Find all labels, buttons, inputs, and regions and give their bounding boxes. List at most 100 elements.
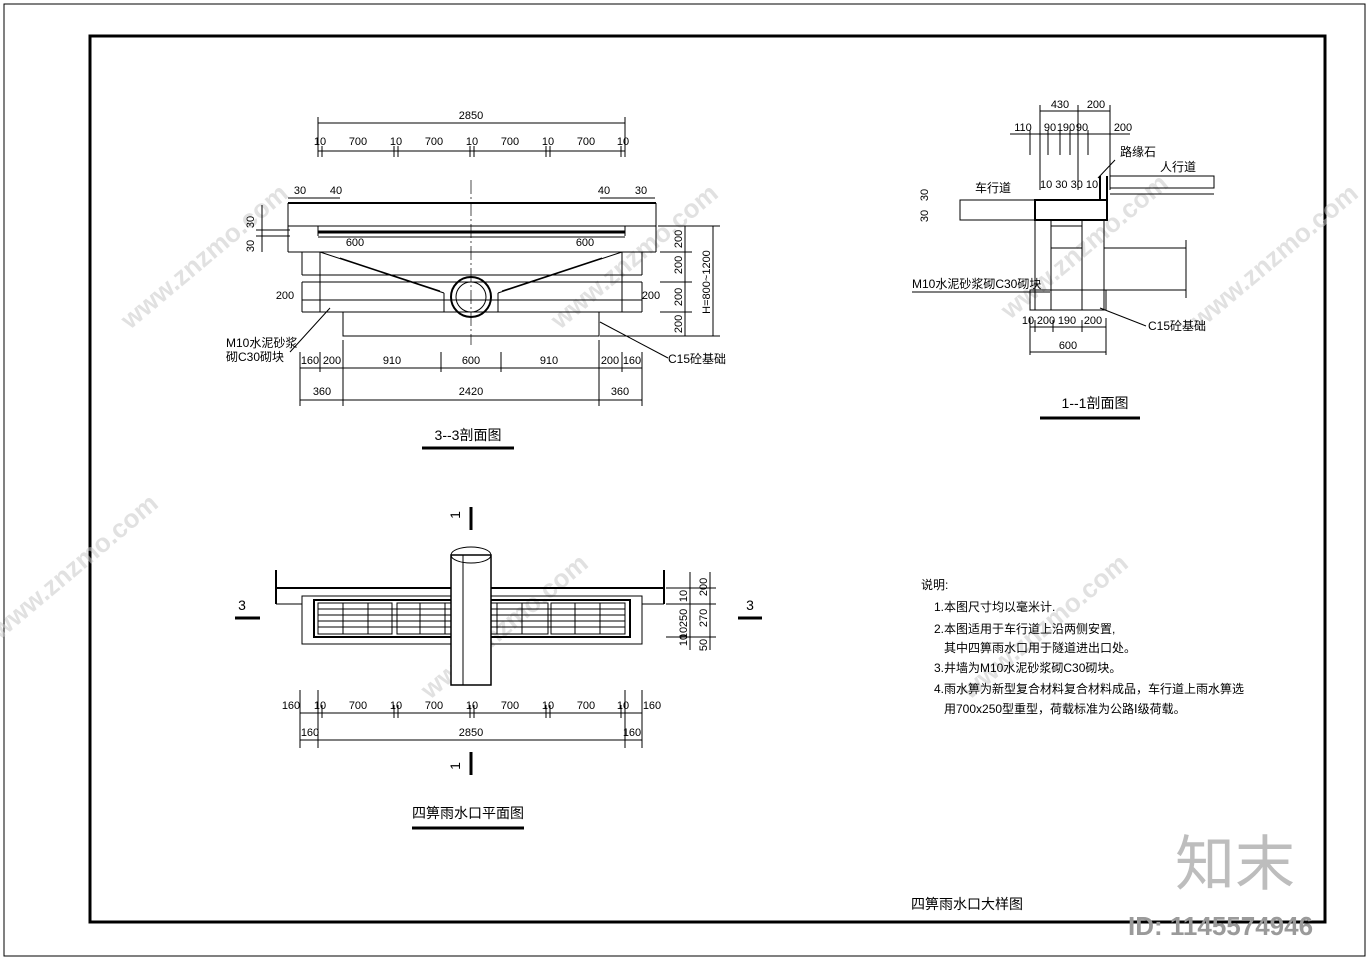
svg-text:10 30 30 10: 10 30 30 10 bbox=[1040, 179, 1098, 191]
svg-text:www.znzmo.com: www.znzmo.com bbox=[114, 178, 294, 336]
svg-text:160: 160 bbox=[282, 700, 300, 712]
svg-text:3: 3 bbox=[238, 597, 246, 613]
svg-text:190: 190 bbox=[1057, 122, 1075, 134]
svg-text:430: 430 bbox=[1051, 99, 1069, 111]
svg-text:90: 90 bbox=[1044, 122, 1056, 134]
svg-text:600: 600 bbox=[1059, 340, 1077, 352]
inner-border bbox=[88, 34, 1327, 924]
plan-dim-ticks bbox=[299, 690, 643, 748]
svg-text:360: 360 bbox=[313, 386, 331, 398]
svg-text:10: 10 bbox=[542, 136, 554, 148]
svg-text:30: 30 bbox=[919, 189, 931, 201]
svg-text:200: 200 bbox=[642, 290, 660, 302]
section-3-3: 2850 10 700 10 700 10 700 10 700 10 30 4… bbox=[226, 110, 726, 450]
svg-text:190: 190 bbox=[1058, 315, 1076, 327]
svg-text:50: 50 bbox=[698, 639, 710, 651]
svg-text:250: 250 bbox=[678, 609, 690, 627]
svg-text:10: 10 bbox=[390, 700, 402, 712]
svg-text:200: 200 bbox=[1114, 122, 1132, 134]
svg-text:10: 10 bbox=[678, 590, 690, 602]
plan-view: 1 1 3 3 bbox=[235, 507, 762, 830]
svg-text:200: 200 bbox=[1084, 315, 1102, 327]
svg-text:160: 160 bbox=[623, 727, 641, 739]
svg-text:30: 30 bbox=[919, 210, 931, 222]
svg-text:10: 10 bbox=[466, 136, 478, 148]
svg-text:200: 200 bbox=[601, 355, 619, 367]
svg-text:30: 30 bbox=[245, 240, 257, 252]
svg-text:910: 910 bbox=[540, 355, 558, 367]
svg-text:700: 700 bbox=[349, 700, 367, 712]
sheet-title: 四箅雨水口大样图 bbox=[911, 896, 1023, 912]
svg-text:700: 700 bbox=[577, 136, 595, 148]
svg-text:200: 200 bbox=[1087, 99, 1105, 111]
svg-text:M10水泥砂浆砌C30砌块: M10水泥砂浆砌C30砌块 bbox=[912, 276, 1041, 291]
note-line: 用700x250型重型，荷载标准为公路Ⅰ级荷载。 bbox=[944, 701, 1186, 716]
notes-block: 说明: 1.本图尺寸均以毫米计. 2.本图适用于车行道上沿两侧安置, 其中四箅雨… bbox=[921, 577, 1244, 716]
svg-text:www.znzmo.com: www.znzmo.com bbox=[994, 168, 1174, 326]
svg-text:2420: 2420 bbox=[459, 386, 483, 398]
svg-text:700: 700 bbox=[577, 700, 595, 712]
svg-text:600: 600 bbox=[462, 355, 480, 367]
notes-heading: 说明: bbox=[921, 577, 948, 592]
note-line: 3.井墙为M10水泥砂浆砌C30砌块。 bbox=[934, 660, 1121, 675]
id-label: ID: 1145574946 bbox=[1128, 911, 1313, 941]
svg-text:200: 200 bbox=[276, 290, 294, 302]
svg-text:1: 1 bbox=[447, 511, 463, 519]
svg-text:110: 110 bbox=[1014, 122, 1032, 134]
svg-text:H=800~1200: H=800~1200 bbox=[701, 250, 713, 314]
svg-text:10: 10 bbox=[314, 700, 326, 712]
svg-text:M10水泥砂浆: M10水泥砂浆 bbox=[226, 335, 297, 350]
svg-text:160: 160 bbox=[643, 700, 661, 712]
svg-text:160: 160 bbox=[623, 355, 641, 367]
svg-text:40: 40 bbox=[330, 185, 342, 197]
svg-text:700: 700 bbox=[501, 700, 519, 712]
top-dim-ticks bbox=[317, 117, 626, 157]
svg-text:700: 700 bbox=[349, 136, 367, 148]
svg-text:C15砼基础: C15砼基础 bbox=[1148, 319, 1206, 333]
svg-text:160: 160 bbox=[301, 355, 319, 367]
svg-text:270: 270 bbox=[698, 609, 710, 627]
svg-text:人行道: 人行道 bbox=[1160, 160, 1196, 174]
svg-text:360: 360 bbox=[611, 386, 629, 398]
svg-text:600: 600 bbox=[346, 237, 364, 249]
svg-text:路缘石: 路缘石 bbox=[1120, 144, 1156, 159]
svg-text:10: 10 bbox=[466, 700, 478, 712]
section-1-1: 430 200 110 90 190 90 200 路缘石 人行道 车行道 10… bbox=[912, 99, 1215, 420]
svg-text:200: 200 bbox=[323, 355, 341, 367]
svg-text:90: 90 bbox=[1076, 122, 1088, 134]
note-line: 1.本图尺寸均以毫米计. bbox=[934, 599, 1055, 614]
svg-text:C15砼基础: C15砼基础 bbox=[668, 352, 726, 366]
outer-border bbox=[3, 3, 1366, 957]
svg-text:910: 910 bbox=[383, 355, 401, 367]
svg-text:600: 600 bbox=[576, 237, 594, 249]
svg-text:700: 700 bbox=[501, 136, 519, 148]
section-1-1-title: 1--1剖面图 bbox=[1062, 395, 1129, 411]
svg-text:10: 10 bbox=[617, 136, 629, 148]
svg-text:车行道: 车行道 bbox=[975, 180, 1011, 195]
svg-text:200: 200 bbox=[673, 315, 685, 333]
svg-text:10: 10 bbox=[678, 634, 690, 646]
note-line: 4.雨水箅为新型复合材料复合材料成品，车行道上雨水箅选 bbox=[934, 681, 1244, 696]
svg-text:40: 40 bbox=[598, 185, 610, 197]
svg-text:10: 10 bbox=[542, 700, 554, 712]
svg-text:200: 200 bbox=[673, 230, 685, 248]
svg-text:200: 200 bbox=[673, 256, 685, 274]
svg-text:2850: 2850 bbox=[459, 727, 483, 739]
brand-logo: 知末 bbox=[1175, 831, 1295, 898]
note-line: 其中四箅雨水口用于隧道进出口处。 bbox=[944, 640, 1136, 655]
svg-text:2850: 2850 bbox=[459, 110, 483, 122]
svg-text:1: 1 bbox=[447, 762, 463, 770]
svg-text:200: 200 bbox=[673, 288, 685, 306]
svg-text:10: 10 bbox=[678, 627, 690, 639]
svg-text:10: 10 bbox=[314, 136, 326, 148]
svg-text:10: 10 bbox=[1022, 315, 1034, 327]
svg-text:www.znzmo.com: www.znzmo.com bbox=[414, 548, 594, 706]
note-line: 2.本图适用于车行道上沿两侧安置, bbox=[934, 621, 1115, 636]
svg-text:www.znzmo.com: www.znzmo.com bbox=[1184, 178, 1364, 336]
plan-title: 四箅雨水口平面图 bbox=[412, 805, 524, 821]
svg-text:www.znzmo.com: www.znzmo.com bbox=[0, 488, 164, 646]
svg-text:砌C30砌块: 砌C30砌块 bbox=[226, 350, 284, 364]
svg-text:700: 700 bbox=[425, 700, 443, 712]
svg-text:200: 200 bbox=[698, 578, 710, 596]
